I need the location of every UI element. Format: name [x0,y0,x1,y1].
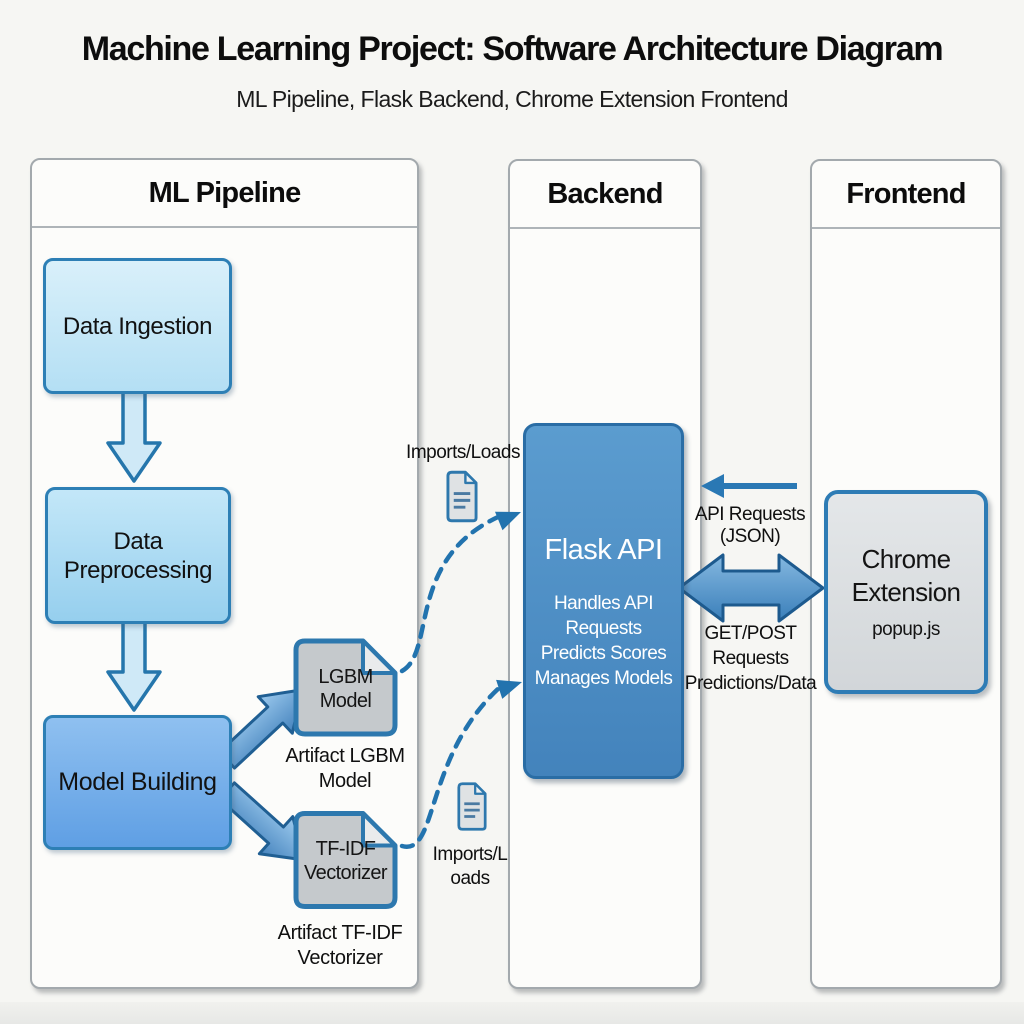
flask-api-line: Predicts Scores [540,643,667,664]
document-icon [293,638,398,737]
api-requests-arrowhead [701,474,724,498]
api-requests-line: API Requests [694,504,806,525]
imports-loads-label-top: Imports/Loads [406,442,520,463]
document-icon-bottom [457,782,487,831]
flask-api-description: Handles API Requests Predicts Scores Man… [526,591,681,691]
artifact-lgbm-model: LGBM Model [293,638,398,737]
node-data-preprocessing: Data Preprocessing [45,487,231,624]
node-model-building: Model Building [43,715,232,850]
flask-api-title: Flask API [544,534,664,566]
flask-api-line: Handles API Requests [553,593,654,639]
node-data-ingestion: Data Ingestion [43,258,232,394]
get-post-line: Requests [712,648,789,669]
flask-api-box: Flask API Handles API Requests Predicts … [523,423,684,779]
artifact-caption-tfidf: Artifact TF-IDF Vectorizer [277,922,403,969]
get-post-line: Predictions/Data [684,673,817,694]
flask-api-line: Manages Models [534,668,673,689]
node-label: Model Building [58,768,217,796]
chrome-extension-title: Chrome Extension [851,544,961,607]
get-post-line: GET/POST [704,623,797,644]
artifact-tfidf-vectorizer: TF-IDF Vectorizer [293,810,398,910]
api-requests-label: API Requests (JSON) [694,504,806,548]
footer-strip [0,1002,1024,1024]
panel-header-frontend: Frontend [812,161,1000,229]
page-subtitle: ML Pipeline, Flask Backend, Chrome Exten… [236,86,788,112]
artifact-caption-lgbm: Artifact LGBM Model [285,745,405,792]
api-requests-line: (JSON) [719,526,781,547]
imports-loads-label-bottom: Imports/Loads [432,844,508,889]
chrome-extension-box: Chrome Extension popup.js [824,490,988,694]
node-label: Data Preprocessing [63,527,213,584]
artifact-label: TF-IDF Vectorizer [304,838,388,884]
panel-header-backend: Backend [510,161,700,229]
node-label: Data Ingestion [62,312,213,340]
panel-header-ml-pipeline: ML Pipeline [32,160,417,228]
get-post-label: GET/POST Requests Predictions/Data [680,621,821,696]
page-title: Machine Learning Project: Software Archi… [81,30,944,68]
document-icon-top [446,470,478,523]
popup-js-label: popup.js [872,619,940,640]
artifact-label: LGBM Model [318,665,373,712]
document-icon [293,811,398,909]
